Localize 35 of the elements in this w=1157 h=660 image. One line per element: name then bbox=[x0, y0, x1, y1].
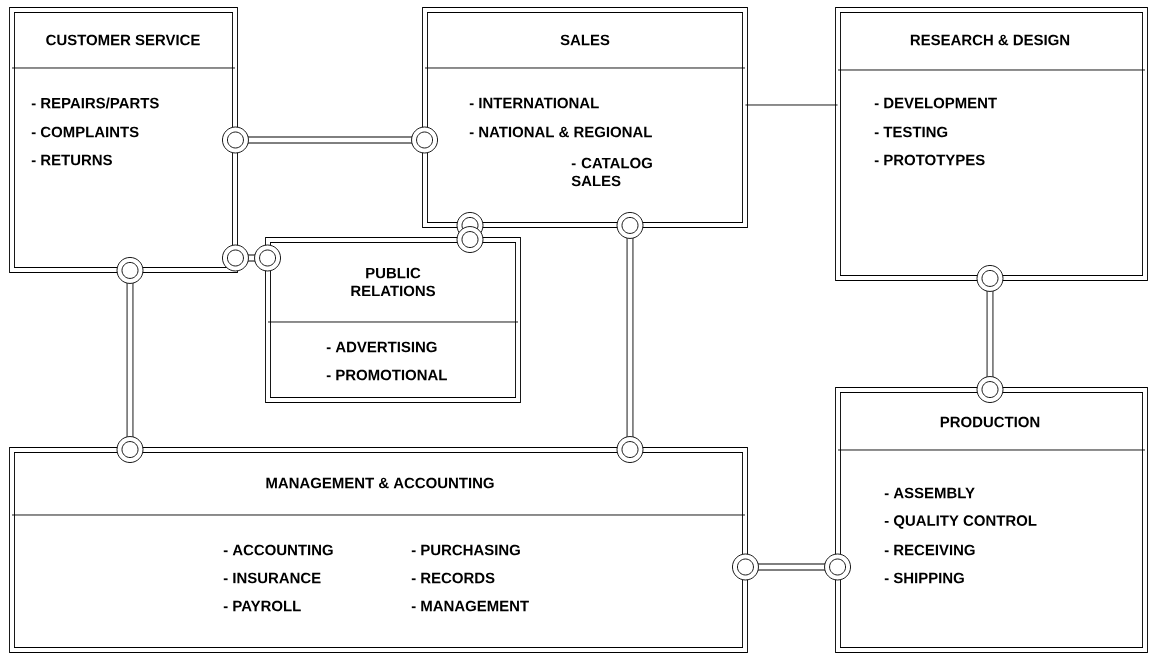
list-item: - SHIPPING bbox=[884, 572, 964, 584]
list-item: - REPAIRS/PARTS bbox=[31, 97, 159, 109]
box-heading: PRODUCTION bbox=[940, 416, 1040, 428]
list-item: - RECORDS bbox=[411, 572, 495, 584]
box-heading: PUBLIC RELATIONS bbox=[351, 267, 436, 297]
list-item: - INTERNATIONAL bbox=[469, 97, 599, 109]
box-heading: SALES bbox=[560, 34, 610, 46]
list-item: - QUALITY CONTROL bbox=[884, 515, 1037, 529]
list-item: - TESTING bbox=[874, 126, 948, 138]
connector bbox=[456, 212, 484, 253]
list-item: - INSURANCE bbox=[223, 572, 321, 584]
list-item: - PROMOTIONAL bbox=[326, 369, 447, 381]
connector bbox=[616, 212, 644, 463]
list-item: - MANAGEMENT bbox=[411, 600, 529, 612]
list-item: - CATALOG SALES bbox=[571, 157, 652, 187]
list-item: - RETURNS bbox=[31, 154, 112, 166]
connector bbox=[116, 257, 144, 463]
connector bbox=[222, 126, 438, 154]
list-item: - PAYROLL bbox=[223, 600, 301, 612]
connector bbox=[732, 553, 851, 581]
list-item: - PROTOTYPES bbox=[874, 154, 985, 166]
list-item: - DEVELOPMENT bbox=[874, 97, 997, 109]
list-item: - ACCOUNTING bbox=[223, 544, 333, 556]
list-item: - ASSEMBLY bbox=[884, 487, 975, 499]
box-heading: RESEARCH & DESIGN bbox=[910, 34, 1070, 46]
connector bbox=[745, 104, 838, 106]
list-item: - RECEIVING bbox=[884, 544, 975, 556]
box-heading: CUSTOMER SERVICE bbox=[46, 34, 200, 46]
list-item: - PURCHASING bbox=[411, 544, 520, 556]
list-item: - NATIONAL & REGIONAL bbox=[469, 126, 652, 138]
list-item: - ADVERTISING bbox=[326, 341, 437, 353]
connector bbox=[222, 244, 281, 272]
box-heading: MANAGEMENT & ACCOUNTING bbox=[266, 477, 494, 489]
connector bbox=[976, 265, 1004, 403]
list-item: - COMPLAINTS bbox=[31, 126, 139, 138]
